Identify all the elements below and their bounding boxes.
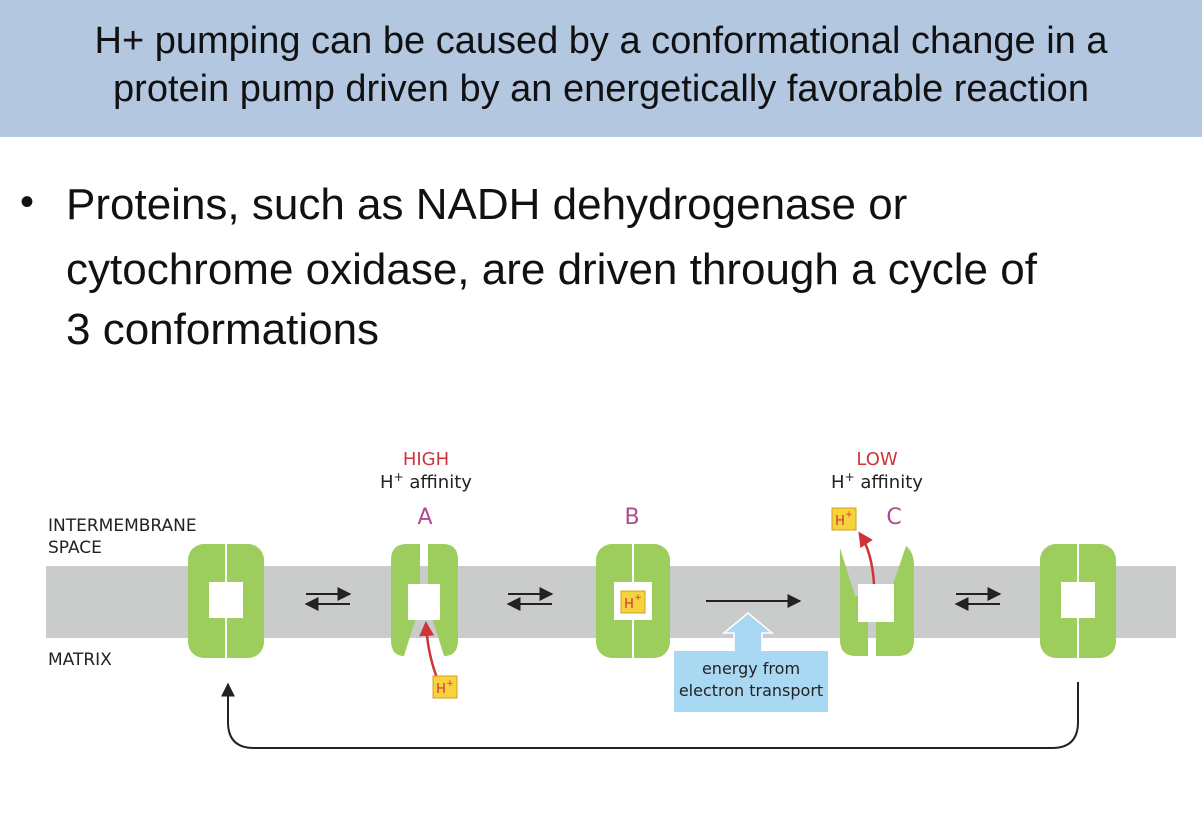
svg-text:H: H [835,514,845,529]
energy-box [674,651,828,712]
svg-text:H: H [436,682,446,697]
matrix-label: MATRIX [48,650,112,670]
equilibrium-arrows-1 [304,587,352,611]
state-a-label: A [417,505,432,530]
svg-text:H: H [624,597,634,612]
proton-matrix: H + [432,675,458,699]
protein-closed-right [1040,544,1116,658]
bullet-line-1: Proteins, such as NADH dehydrogenase or [66,180,908,229]
protein-closed-left [188,544,264,658]
proton-bound: H + [620,590,646,614]
protein-state-c [840,546,914,656]
svg-text:+: + [634,593,642,603]
state-c-label: C [886,505,901,530]
equilibrium-arrows-3 [954,587,1002,611]
equilibrium-arrows-2 [506,587,554,611]
title-banner: H+ pumping can be caused by a conformati… [0,0,1202,137]
cycle-return-arrow [221,682,1079,749]
intermembrane-label-1: INTERMEMBRANE [48,516,197,536]
title-line-1: H+ pumping can be caused by a conformati… [94,20,1108,62]
bullet-line-2: cytochrome oxidase, are driven through a… [66,245,1037,294]
title-line-2: protein pump driven by an energetically … [113,68,1089,110]
intermembrane-label-2: SPACE [48,538,102,558]
bullet-line-3: 3 conformations [66,305,380,354]
svg-text:+: + [845,510,853,520]
energy-label-line-2: electron transport [679,681,823,700]
low-affinity-label: H+ affinity [831,470,923,493]
proton-released: H + [831,507,857,531]
proton-release-arrow [858,531,876,585]
high-label: HIGH [403,449,449,470]
state-b-label: B [624,505,639,530]
bullet-marker: • [20,180,35,224]
low-label: LOW [856,449,898,470]
svg-text:+: + [446,679,454,689]
protein-state-a [391,544,458,656]
energy-label-line-1: energy from [702,659,800,678]
high-affinity-label: H+ affinity [380,470,472,493]
